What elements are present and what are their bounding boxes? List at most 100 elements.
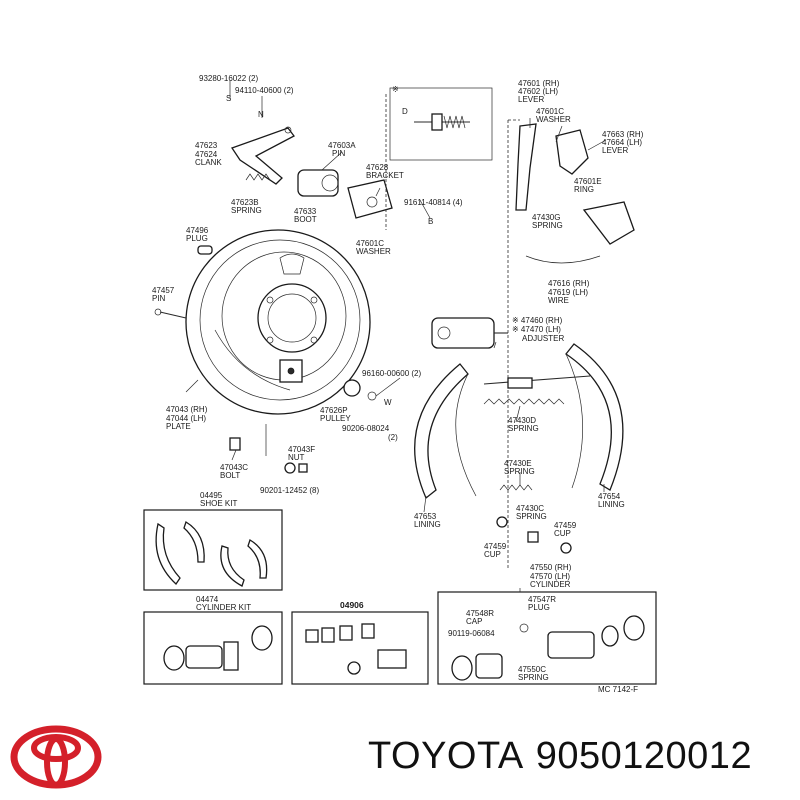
label-lever-2: LEVER bbox=[602, 146, 628, 155]
bracket-part bbox=[347, 179, 393, 219]
label-47626p: 47626P bbox=[320, 406, 348, 415]
label-47548r: 47548R bbox=[466, 609, 494, 618]
label-spring-5: SPRING bbox=[516, 512, 547, 521]
label-cylinder-kit: CYLINDER KIT bbox=[196, 603, 251, 612]
label-pin-1: PIN bbox=[332, 149, 346, 158]
label-90206: 90206-08024 bbox=[342, 424, 390, 433]
plug-part bbox=[197, 245, 213, 255]
boot-part bbox=[297, 169, 339, 197]
spring-small-1 bbox=[245, 173, 271, 181]
label-lining-2: LINING bbox=[598, 500, 625, 509]
label-star: ※ bbox=[392, 85, 399, 94]
label-47601c-bottom: 47601C bbox=[356, 239, 384, 248]
label-47601: 47601 (RH) bbox=[518, 79, 560, 88]
adjust-pin bbox=[389, 87, 493, 161]
label-sym-s: S bbox=[226, 94, 231, 103]
label-91611: 91611-40814 (4) bbox=[404, 198, 463, 207]
label-plug-2: PLUG bbox=[528, 603, 550, 612]
label-adjuster: ADJUSTER bbox=[522, 334, 564, 343]
label-cylinder: CYLINDER bbox=[530, 580, 571, 589]
label-47654: 47654 bbox=[598, 492, 621, 501]
label-clank: CLANK bbox=[195, 158, 222, 167]
label-cap: CAP bbox=[466, 617, 482, 626]
label-bracket: BRACKET bbox=[366, 171, 404, 180]
part-labels: 93280-16022 (2) S 94110-40600 (2) N 4762… bbox=[152, 74, 644, 694]
label-spring-1: SPRING bbox=[231, 206, 262, 215]
label-47460: ※ 47460 (RH) bbox=[512, 316, 563, 325]
brand-name: TOYOTA bbox=[368, 735, 524, 777]
label-47459-left: 47459 bbox=[484, 542, 507, 551]
label-spring-4: SPRING bbox=[504, 467, 535, 476]
label-47550c: 47550C bbox=[518, 665, 546, 674]
brake-shoe-left bbox=[414, 363, 477, 500]
label-47547r: 47547R bbox=[528, 595, 556, 604]
label-47633: 47633 bbox=[294, 207, 317, 216]
brake-shoe-right bbox=[565, 343, 624, 491]
label-lining-1: LINING bbox=[414, 520, 441, 529]
label-47496: 47496 bbox=[186, 226, 209, 235]
label-plug: PLUG bbox=[186, 234, 208, 243]
label-lever-1: LEVER bbox=[518, 95, 544, 104]
label-47653: 47653 bbox=[414, 512, 437, 521]
lever-parts bbox=[515, 123, 635, 264]
label-47550: 47550 (RH) bbox=[530, 563, 572, 572]
label-47628: 47628 bbox=[366, 163, 389, 172]
part-number: 9050120012 bbox=[535, 735, 753, 777]
label-bolt: BOLT bbox=[220, 471, 240, 480]
label-cup-2: CUP bbox=[554, 529, 571, 538]
label-04495: 04495 bbox=[200, 491, 223, 500]
shoe-kit-box bbox=[143, 509, 283, 591]
label-47623: 47623 bbox=[195, 141, 218, 150]
label-47459-right: 47459 bbox=[554, 521, 577, 530]
label-nut: NUT bbox=[288, 453, 305, 462]
label-spring-2: SPRING bbox=[532, 221, 563, 230]
label-pin-2: PIN bbox=[152, 294, 166, 303]
label-94110: 94110-40600 (2) bbox=[235, 86, 294, 95]
label-47601e: 47601E bbox=[574, 177, 602, 186]
label-sym-d: D bbox=[402, 107, 408, 116]
toyota-logo-icon bbox=[10, 725, 102, 789]
label-pulley: PULLEY bbox=[320, 414, 351, 423]
label-47043f: 47043F bbox=[288, 445, 315, 454]
label-47603a: 47603A bbox=[328, 141, 356, 150]
label-47601c-top: 47601C bbox=[536, 107, 564, 116]
label-47570: 47570 (LH) bbox=[530, 572, 570, 581]
label-boot: BOOT bbox=[294, 215, 317, 224]
label-90119: 90119-06084 bbox=[448, 629, 495, 638]
label-90206-qty: (2) bbox=[388, 433, 398, 442]
label-90201: 90201-12452 (8) bbox=[260, 486, 319, 495]
label-47624: 47624 bbox=[195, 150, 218, 159]
clank-part bbox=[230, 126, 295, 185]
label-sym-n: N bbox=[258, 110, 264, 119]
label-sym-b: B bbox=[428, 217, 433, 226]
label-sym-w: W bbox=[384, 398, 392, 407]
label-spring-3: SPRING bbox=[508, 424, 539, 433]
label-plate: PLATE bbox=[166, 422, 191, 431]
label-47430c: 47430C bbox=[516, 504, 544, 513]
label-47616: 47616 (RH) bbox=[548, 279, 590, 288]
bolt-nut-parts bbox=[229, 437, 308, 474]
label-spring-6: SPRING bbox=[518, 673, 549, 682]
label-47430e: 47430E bbox=[504, 459, 532, 468]
label-cup-1: CUP bbox=[484, 550, 501, 559]
label-47430d: 47430D bbox=[508, 416, 536, 425]
backing-plate bbox=[185, 229, 371, 415]
adjuster-part bbox=[483, 375, 591, 389]
label-wire: WIRE bbox=[548, 296, 569, 305]
label-47664: 47664 (LH) bbox=[602, 138, 642, 147]
label-96160: 96160-00600 (2) bbox=[362, 369, 421, 378]
spring-lower bbox=[496, 484, 572, 554]
wheel-cylinder bbox=[431, 317, 508, 349]
label-47043c: 47043C bbox=[220, 463, 248, 472]
cylinder-kit-box bbox=[143, 611, 283, 685]
spring-center bbox=[483, 398, 565, 405]
label-washer-bottom: WASHER bbox=[356, 247, 391, 256]
label-47602: 47602 (LH) bbox=[518, 87, 558, 96]
label-47044: 47044 (LH) bbox=[166, 414, 206, 423]
label-93280: 93280-16022 (2) bbox=[199, 74, 258, 83]
cylinder-box bbox=[437, 591, 657, 685]
brand-title: TOYOTA 9050120012 bbox=[368, 735, 764, 778]
label-47623b: 47623B bbox=[231, 198, 259, 207]
label-47470: ※ 47470 (LH) bbox=[512, 325, 561, 334]
